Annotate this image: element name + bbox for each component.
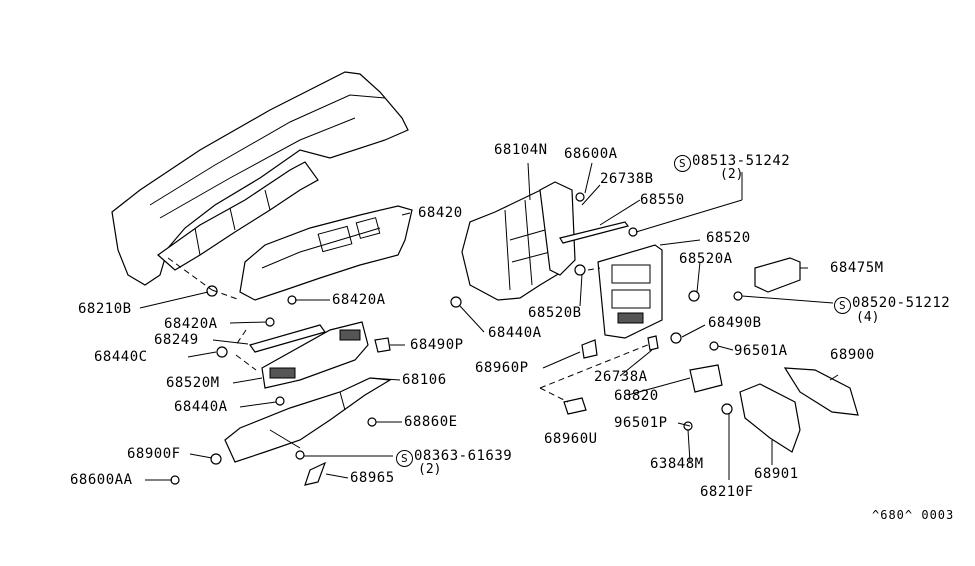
label-68440C: 68440C <box>94 349 148 365</box>
label-68600AA: 68600AA <box>70 472 133 488</box>
label-68900: 68900 <box>830 347 875 363</box>
label-08520-qty: (4) <box>856 310 880 325</box>
label-08363-qty: (2) <box>418 462 442 477</box>
center-bracket <box>461 181 576 301</box>
switch-68475M <box>754 257 801 293</box>
dashboard-pad <box>111 71 409 286</box>
label-68106: 68106 <box>402 372 447 388</box>
label-68490B: 68490B <box>708 315 762 331</box>
label-68249: 68249 <box>154 332 199 348</box>
label-68520B: 68520B <box>528 305 582 321</box>
label-08520-text: 08520-51212 <box>852 295 951 311</box>
label-68600A: 68600A <box>564 146 618 162</box>
label-68960U: 68960U <box>544 431 598 447</box>
label-08513-text: 08513-51242 <box>692 153 791 169</box>
label-68440A-center: 68440A <box>488 325 542 341</box>
label-68901: 68901 <box>754 466 799 482</box>
s-circle-icon: S <box>834 297 851 314</box>
label-68960P: 68960P <box>475 360 529 376</box>
leader-lines <box>139 162 839 481</box>
lower-panel <box>249 321 369 389</box>
bar-68550 <box>559 221 630 244</box>
label-68420A-right: 68420A <box>332 292 386 308</box>
label-68520A: 68520A <box>679 251 733 267</box>
label-68440A-left: 68440A <box>174 399 228 415</box>
label-68860E: 68860E <box>404 414 458 430</box>
label-08513-qty: (2) <box>720 167 744 182</box>
glove-box-lid <box>783 367 859 416</box>
diagram-reference: ^680^ 0003 <box>872 508 955 522</box>
s-circle-icon: S <box>396 450 413 467</box>
label-96501P: 96501P <box>614 415 668 431</box>
label-68420A-left: 68420A <box>164 316 218 332</box>
label-26738B: 26738B <box>600 171 654 187</box>
label-68210B: 68210B <box>78 301 132 317</box>
center-bezel <box>597 244 663 339</box>
assembly-lines <box>167 257 651 403</box>
s-circle-icon: S <box>674 155 691 172</box>
label-68900F: 68900F <box>127 446 181 462</box>
glove-box-door <box>739 383 801 453</box>
label-96501A: 96501A <box>734 343 788 359</box>
label-68520: 68520 <box>706 230 751 246</box>
cluster-lid <box>239 205 413 301</box>
label-68420: 68420 <box>418 205 463 221</box>
label-68965: 68965 <box>350 470 395 486</box>
label-68550: 68550 <box>640 192 685 208</box>
label-68820: 68820 <box>614 388 659 404</box>
label-68490P: 68490P <box>410 337 464 353</box>
label-68210F: 68210F <box>700 484 754 500</box>
label-63848M: 63848M <box>650 456 704 472</box>
label-68475M: 68475M <box>830 260 884 276</box>
lower-cover <box>224 377 392 463</box>
label-68520M: 68520M <box>166 375 220 391</box>
label-68104N: 68104N <box>494 142 548 158</box>
label-26738A: 26738A <box>594 369 648 385</box>
label-08363-text: 08363-61639 <box>414 448 513 464</box>
